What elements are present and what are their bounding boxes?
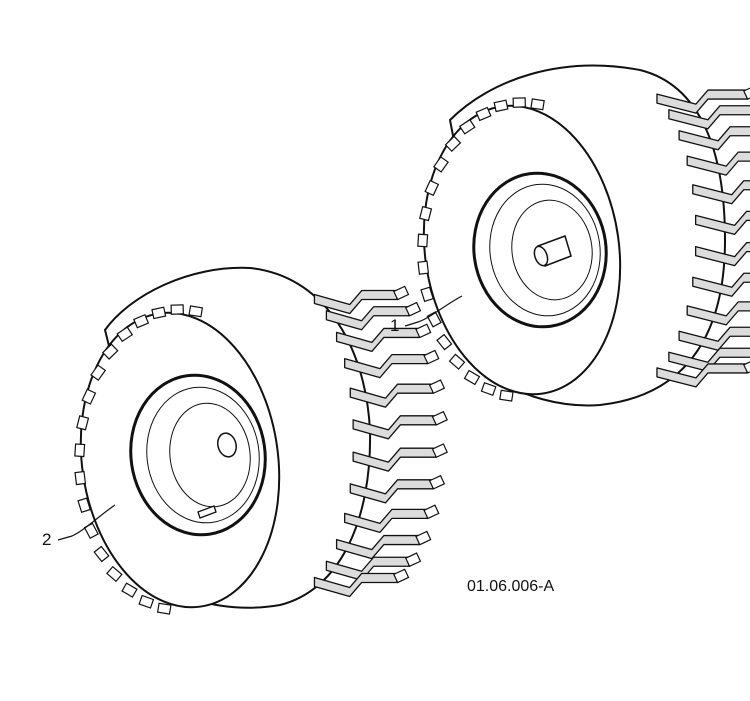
tire-1-tooth <box>458 118 476 135</box>
tire-1-lug <box>668 347 750 372</box>
tire-1-tooth <box>432 156 449 173</box>
tire-2-tooth <box>106 565 123 583</box>
callout-2-label: 2 <box>42 530 51 549</box>
tire-1-tooth <box>463 369 481 386</box>
figure-reference-code: 01.06.006-A <box>467 578 555 595</box>
tire-1-tooth <box>424 179 440 197</box>
tire-1-lug <box>686 151 750 176</box>
tire-2-tooth <box>90 364 107 382</box>
hub-2-bore <box>217 432 237 458</box>
tire-2-tooth <box>170 304 184 315</box>
tire-1-tooth <box>499 389 514 402</box>
tire-1-lug <box>692 272 750 297</box>
tire-2-tooth <box>101 343 119 360</box>
rim-2-outer <box>129 373 267 537</box>
callout-1-label: 1 <box>390 316 399 335</box>
tire-1-lug <box>668 105 750 130</box>
callout-2: 2 <box>42 504 116 549</box>
rim-2-middle <box>146 386 260 524</box>
tire-2-tooth <box>156 602 172 615</box>
tire-1-tooth <box>419 205 433 222</box>
tire-2-tooth <box>151 306 167 320</box>
tire-2-tooth <box>188 305 204 318</box>
tire-1-edge-knob <box>743 85 750 100</box>
tire-2-edge-knob <box>404 552 422 568</box>
tire-2-edge-knob <box>431 443 448 459</box>
tire-2-tooth <box>121 582 138 598</box>
tire-2-edge-knob <box>431 410 448 426</box>
tire-2-tooth <box>138 594 155 609</box>
tire-1-tooth <box>417 260 430 275</box>
tire-2-tooth <box>77 497 91 514</box>
tire-1-lug <box>678 126 750 151</box>
callout-1-leader <box>404 295 463 327</box>
tire-1-lug <box>694 242 750 267</box>
tire-1-tooth <box>420 286 434 303</box>
tire-1-tooth <box>448 353 466 370</box>
tire-1-lug <box>678 326 750 351</box>
tire-1-tooth <box>417 233 429 248</box>
tire-2-tooth <box>81 388 97 405</box>
tire-1-tooth <box>530 98 545 111</box>
tire-2-tooth <box>93 545 110 563</box>
wheel-assembly-2 <box>74 266 448 615</box>
tire-2-tread-lugs <box>313 285 448 598</box>
tire-1-tooth <box>436 333 453 351</box>
tire-2-tooth <box>76 415 90 431</box>
tire-2-edge-knob <box>423 504 440 520</box>
tire-1-tooth <box>475 106 492 122</box>
tire-1-tread-lugs <box>656 85 750 388</box>
tire-2-edge-knob <box>415 323 432 339</box>
tire-2-tooth <box>74 470 87 486</box>
tire-2-edge-knob <box>423 349 440 365</box>
rim-2-inner <box>169 402 251 508</box>
tire-1-tooth <box>444 135 462 153</box>
tire-1-lug <box>692 180 750 205</box>
tire-1-tooth <box>493 99 509 113</box>
tire-2-edge-knob <box>393 568 410 584</box>
valve-stem-2 <box>197 505 217 519</box>
axle-1-end <box>533 245 549 267</box>
rim-1-middle <box>489 183 601 317</box>
tire-2-edge-knob <box>404 301 422 317</box>
tire-1-lug <box>694 210 750 235</box>
tire-2-tooth <box>74 443 86 458</box>
tire-2-edge-knob <box>428 474 446 490</box>
tire-1-tooth <box>480 381 497 396</box>
tire-1-lug <box>686 301 750 326</box>
tire-2-edge-knob <box>428 379 446 395</box>
tire-2-tooth <box>133 313 150 329</box>
callout-2-leader <box>57 504 116 541</box>
tire-2-sidewall-teeth <box>74 304 204 615</box>
tire-1-tooth <box>512 97 526 108</box>
tire-1-edge-knob <box>743 358 750 374</box>
tire-2-tooth <box>116 326 134 343</box>
rim-1-inner <box>511 199 593 301</box>
wheel-assembly-1 <box>417 64 750 407</box>
tire-2-edge-knob <box>393 285 410 301</box>
tire-2-edge-knob <box>415 530 432 546</box>
callout-1: 1 <box>390 295 463 335</box>
